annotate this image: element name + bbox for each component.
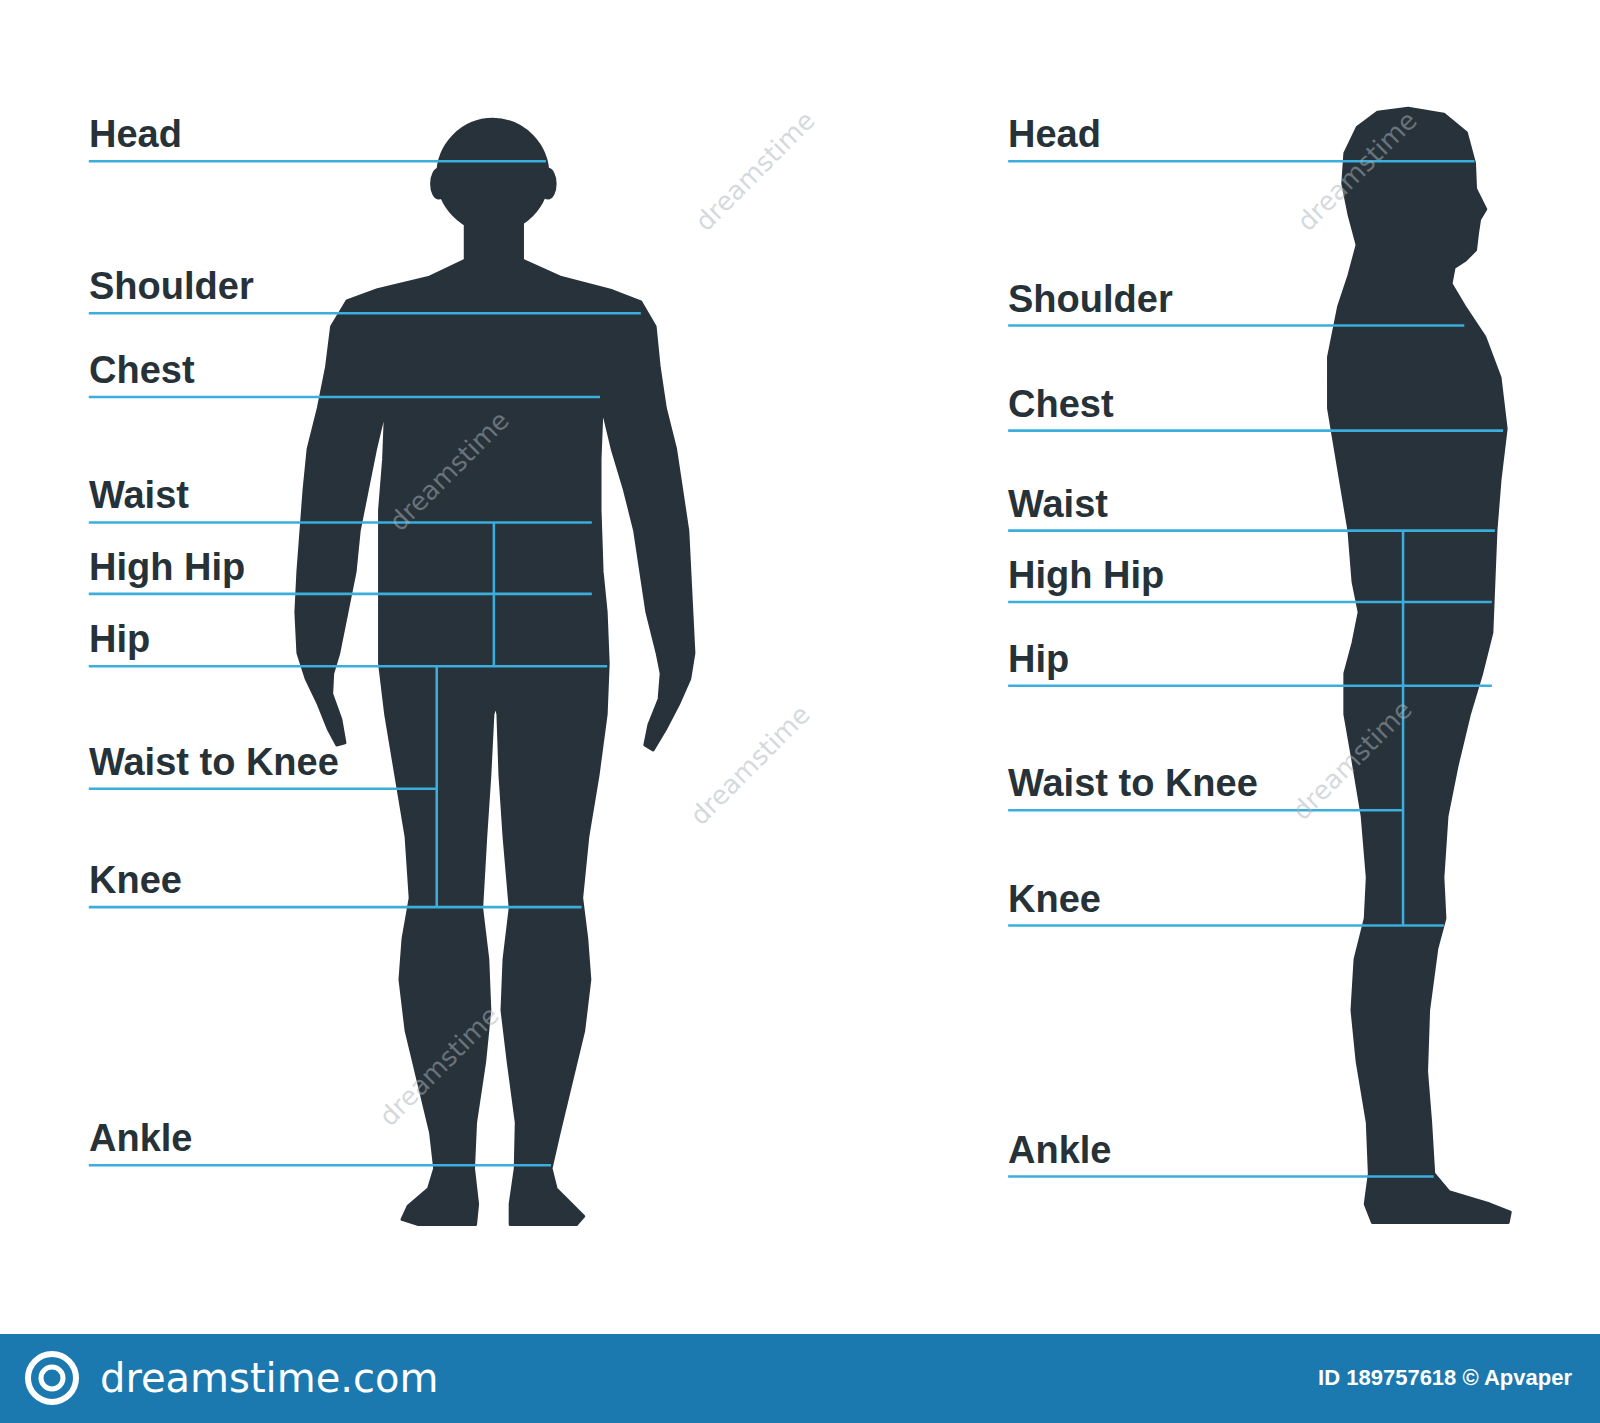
watermark: dreamstime — [689, 105, 821, 237]
measure-line — [89, 593, 592, 596]
measure-line — [493, 522, 496, 666]
measure-line — [1008, 429, 1503, 432]
measurement-label: Ankle — [89, 1119, 192, 1157]
measure-line — [1008, 324, 1464, 327]
logo-ring — [41, 1367, 63, 1389]
measurement-label: Ankle — [1008, 1131, 1111, 1169]
measure-line — [1008, 529, 1495, 532]
figures — [89, 108, 1510, 1224]
watermark: dreamstime — [373, 1000, 505, 1132]
side-silhouette — [1329, 108, 1511, 1222]
measurement-label: Knee — [1008, 880, 1101, 918]
measurement-label: Shoulder — [89, 267, 254, 305]
measure-line — [1008, 1175, 1434, 1178]
body-shape — [296, 260, 694, 1224]
measurement-label: Shoulder — [1008, 280, 1173, 318]
measure-lines — [89, 161, 1503, 1176]
measure-line — [89, 1164, 551, 1167]
measurement-label: Hip — [89, 620, 150, 658]
measure-line — [1008, 601, 1492, 604]
profile-shape — [1329, 108, 1511, 1222]
ear-shape — [432, 169, 446, 198]
measure-line — [435, 666, 438, 907]
footer-band — [0, 1334, 1600, 1423]
measure-line — [1008, 809, 1403, 812]
watermark: dreamstime — [383, 405, 515, 537]
footer-brand: dreamstime.com — [100, 1353, 438, 1403]
measurement-label: Waist to Knee — [1008, 764, 1258, 802]
logo-ring — [28, 1354, 76, 1402]
image-id: ID 189757618 © Apvaper — [1318, 1365, 1572, 1391]
measurement-label: Knee — [89, 861, 182, 899]
watermark: dreamstime — [1286, 694, 1418, 826]
measurement-label: High Hip — [89, 548, 245, 586]
measure-line — [89, 787, 437, 790]
measurement-label: Chest — [1008, 385, 1114, 423]
measure-line — [89, 312, 641, 315]
measure-line — [89, 160, 546, 163]
measure-line — [89, 665, 607, 668]
measurement-label: Head — [1008, 115, 1101, 153]
measurement-label: Head — [89, 115, 182, 153]
measure-line — [89, 906, 582, 909]
front-silhouette — [296, 119, 694, 1224]
measure-line — [1008, 924, 1444, 927]
measurement-label: High Hip — [1008, 556, 1164, 594]
measurement-label: Waist — [1008, 485, 1108, 523]
watermark: dreamstime — [1291, 105, 1423, 237]
measure-line — [1008, 160, 1474, 163]
measurement-label: Chest — [89, 351, 195, 389]
measurement-label: Waist — [89, 476, 189, 514]
measurement-label: Hip — [1008, 640, 1069, 678]
measure-line — [89, 396, 600, 399]
watermark: dreamstime — [684, 699, 816, 831]
measure-line — [1008, 684, 1492, 687]
measurement-label: Waist to Knee — [89, 743, 339, 781]
measure-line — [89, 521, 592, 524]
ear-shape — [541, 169, 555, 198]
